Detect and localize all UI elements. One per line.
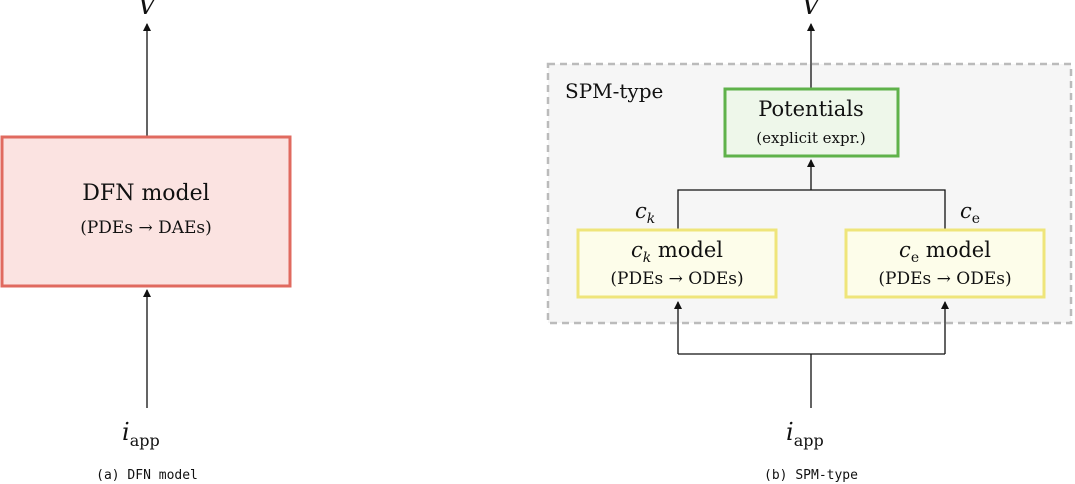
ce-edge-label-sub: e	[972, 211, 980, 227]
dfn-input-label-sub: app	[130, 431, 160, 450]
ce-model-title: ce model	[899, 238, 991, 266]
ce-model-box	[844, 228, 1046, 299]
ck-model-title: ck model	[631, 238, 723, 266]
ck-model-box	[576, 228, 778, 299]
spm-diagram: SPM-type V Potentials (explicit expr.) c…	[546, 0, 1073, 483]
ck-model-subtitle: (PDEs → ODEs)	[610, 269, 743, 289]
potentials-subtitle: (explicit expr.)	[756, 129, 865, 147]
ce-model-title-sub: e	[911, 250, 919, 266]
dfn-caption: (a) DFN model	[96, 468, 198, 483]
spm-input-label-sub: app	[794, 431, 824, 450]
dfn-model-subtitle: (PDEs → DAEs)	[80, 218, 212, 238]
spm-output-label: V	[802, 0, 823, 21]
ce-model-title-rest: model	[919, 238, 991, 262]
ck-model-title-sub: k	[643, 250, 651, 266]
ck-model-title-main: c	[631, 238, 643, 262]
ck-edge-label-sub: k	[647, 211, 655, 227]
ck-edge-label: ck	[635, 199, 655, 227]
spm-caption: (b) SPM-type	[764, 468, 858, 483]
spm-input-label-main: i	[786, 418, 794, 446]
spm-group-label: SPM-type	[565, 79, 663, 103]
ck-edge-label-main: c	[635, 199, 647, 223]
dfn-model-title: DFN model	[82, 181, 209, 206]
spm-input-label: iapp	[786, 418, 824, 450]
dfn-input-label: iapp	[122, 418, 160, 450]
dfn-output-label: V	[138, 0, 159, 21]
ce-model-subtitle: (PDEs → ODEs)	[878, 269, 1011, 289]
ck-model-title-rest: model	[651, 238, 723, 262]
potentials-box	[723, 87, 900, 158]
ce-edge-label-main: c	[960, 199, 972, 223]
potentials-title: Potentials	[758, 97, 863, 121]
dfn-model-box	[0, 135, 292, 288]
dfn-diagram: V DFN model (PDEs → DAEs) iapp (a) DFN m…	[0, 0, 292, 483]
dfn-input-label-main: i	[122, 418, 130, 446]
ce-model-title-main: c	[899, 238, 911, 262]
ce-edge-label: ce	[960, 199, 980, 227]
